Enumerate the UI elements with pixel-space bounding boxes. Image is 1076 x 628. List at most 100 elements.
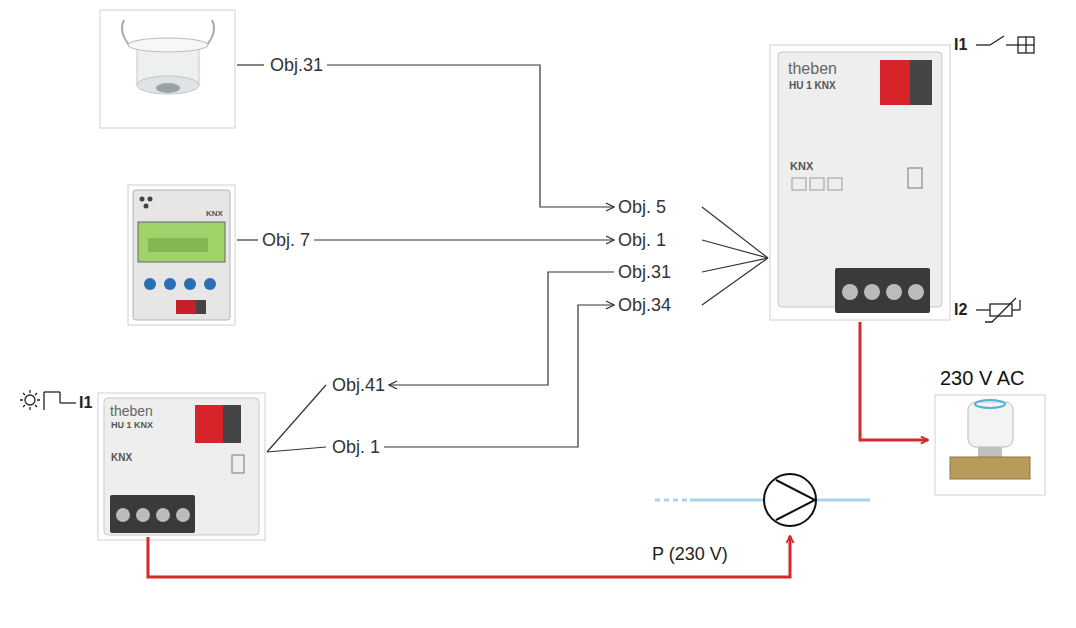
status-box [810,178,824,190]
object-link [384,305,614,447]
valve-body [950,457,1030,479]
switch-blade [990,36,1004,45]
object-link [327,65,614,207]
terminal-screw [136,508,150,522]
object-label: Obj.31 [614,260,675,285]
valve-ring [975,400,1005,408]
pump-arrow [776,480,815,520]
object-number: Obj.41 [332,375,385,396]
detector-base [137,76,199,94]
object-number: Obj.31 [270,55,323,76]
timer-button [204,278,216,290]
timer-dot [148,197,153,202]
object-label: Obj.34 [614,293,675,318]
bus-wire [702,258,768,305]
timer-button [184,278,196,290]
bus-logo: KNX [206,210,223,219]
object-number: Obj. 5 [618,197,666,218]
photo-frame [935,395,1045,495]
bus-wire [267,385,326,452]
photo-frame [98,393,265,540]
bus-plug [910,60,932,105]
bus-wires [267,385,326,452]
spring-clip [122,20,130,46]
status-box [828,178,842,190]
knx-timer [128,185,235,325]
prog-button [232,455,244,473]
detector-rim [128,38,208,52]
status-box [792,178,806,190]
temperature-sensor-symbol [976,298,1020,322]
bus-plug [176,300,196,314]
bus-logo: KNX [790,160,813,172]
timer-button [144,278,156,290]
object-number: Obj. 1 [618,230,666,251]
input-name: I1 [954,36,967,54]
hu1-actuator [770,45,950,320]
terminal-screw [864,284,880,300]
input-name: I2 [954,301,967,319]
terminal-block [835,268,930,313]
object-label: Obj. 1 [328,435,384,460]
bus-plug [195,405,223,443]
terminal-block [110,495,195,533]
input-name: I1 [79,394,92,412]
terminal-screw [156,508,170,522]
bus-logo: KNX [111,452,132,463]
prog-button [908,168,922,188]
photo-frame [100,10,235,128]
spring-clip [206,20,214,46]
hu1-actuator [98,393,265,540]
window-symbol [1018,44,1034,45]
bus-wires [702,207,768,305]
bus-wire [702,240,768,258]
input-wire [976,309,990,310]
pump-label: P (230 V) [652,545,728,565]
power-wire [148,536,790,577]
brand-name: theben [110,404,153,419]
input-wire [60,402,76,403]
object-link [389,272,614,385]
bus-wire [702,207,768,258]
photo-frame [770,45,950,320]
object-label: Obj.41 [328,373,389,398]
input-wire [44,391,60,392]
timer-dot [140,197,145,202]
display-digits [148,238,208,252]
object-number: Obj.34 [618,295,671,316]
power-wire [860,322,928,440]
product-name: HU 1 KNX [111,421,153,431]
bus-wire [237,239,258,240]
terminal-screw [908,284,924,300]
light-sensor-symbol [20,390,76,410]
bus-wire [267,447,326,452]
input-wire [1019,300,1020,310]
voltage-label: 230 V AC [940,367,1025,389]
sun-rays [20,390,40,410]
bus-wire [237,64,264,65]
detector-lens [156,83,180,93]
terminal-screw [176,508,190,522]
timer-button [164,278,176,290]
input-wire [1006,44,1018,45]
product-name: HU 1 KNX [789,80,836,91]
timer-display [138,222,225,262]
pump-symbol [764,474,816,526]
window-symbol [1018,37,1034,53]
object-label: Obj.31 [266,53,327,78]
terminal-screw [116,508,130,522]
object-label: Obj. 7 [258,228,314,253]
object-number: Obj.31 [618,262,671,283]
bus-plug [196,300,206,314]
object-label: Obj. 5 [614,195,670,220]
object-label: Obj. 1 [614,228,670,253]
pump [655,474,870,526]
terminal-screw [842,284,858,300]
object-number: Obj. 7 [262,230,310,251]
object-link [314,239,614,240]
valve-neck [978,447,1002,457]
